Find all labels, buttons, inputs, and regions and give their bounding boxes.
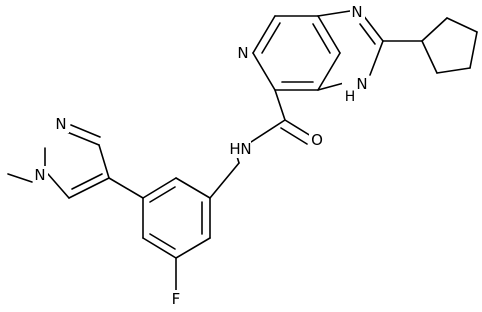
atom-fluorine: F xyxy=(172,290,181,308)
bond xyxy=(98,144,110,179)
bond xyxy=(252,15,276,54)
bond xyxy=(175,177,211,199)
atom-n-pyrazole-1: N xyxy=(34,166,45,184)
bond xyxy=(469,31,478,69)
bonds xyxy=(7,10,478,291)
bond xyxy=(359,23,376,45)
bond xyxy=(108,177,144,199)
atom-n-pyrazole-2: N xyxy=(55,115,66,133)
bond xyxy=(274,89,286,121)
bond xyxy=(209,162,240,199)
bond xyxy=(317,15,341,54)
bond xyxy=(250,119,286,143)
bond xyxy=(421,17,448,42)
bond xyxy=(436,67,471,74)
bond xyxy=(446,17,478,33)
bond xyxy=(68,177,110,199)
atom-o-carbonyl: O xyxy=(311,131,323,149)
bond xyxy=(70,124,101,138)
bond xyxy=(142,177,177,199)
atom-nh-h: H xyxy=(345,89,356,105)
atom-amide-h: H xyxy=(229,140,240,158)
bond xyxy=(317,10,351,17)
bond xyxy=(7,173,33,183)
bond xyxy=(66,131,100,146)
bond xyxy=(369,40,384,76)
atom-n-pyridine: N xyxy=(237,44,248,62)
bond xyxy=(261,22,281,54)
bond xyxy=(175,237,211,259)
bond xyxy=(149,186,176,203)
atom-nh-n: N xyxy=(356,75,367,93)
bond xyxy=(362,14,384,42)
bond xyxy=(284,119,312,137)
bond xyxy=(47,173,70,199)
bond xyxy=(149,233,176,250)
bond xyxy=(71,173,103,190)
bond xyxy=(142,237,177,259)
bond xyxy=(252,52,276,91)
atom-n-imidazole: N xyxy=(351,3,362,21)
bond xyxy=(317,52,341,91)
bond xyxy=(312,23,331,54)
atom-amide-n: N xyxy=(240,140,251,158)
bond xyxy=(280,127,308,145)
bond xyxy=(421,40,438,74)
atom-labels: N N H N H N O F N N xyxy=(33,3,368,308)
